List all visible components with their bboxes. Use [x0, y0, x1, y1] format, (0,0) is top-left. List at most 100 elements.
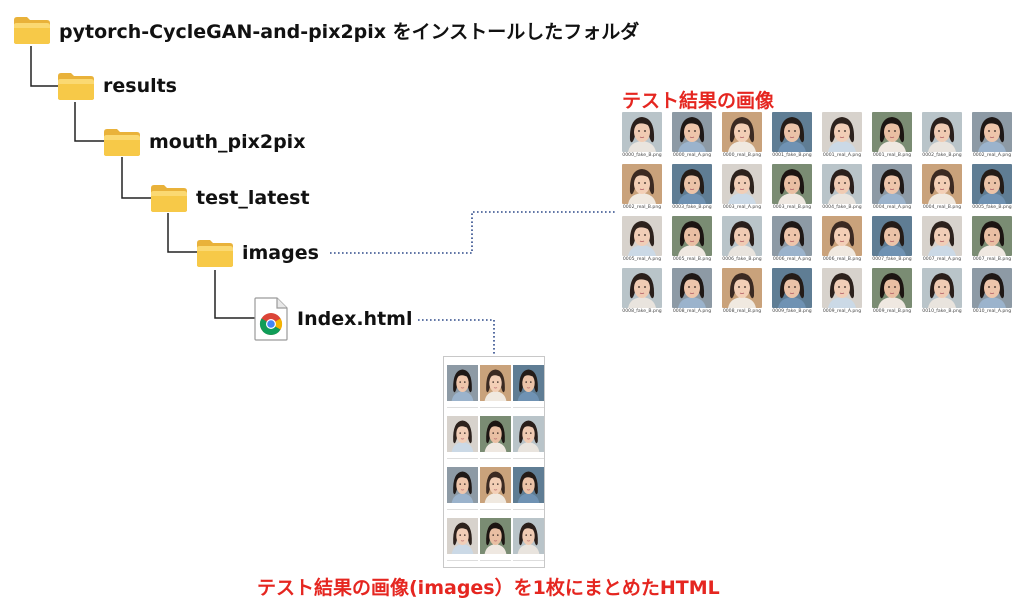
caption-grid-title: テスト結果の画像 — [622, 90, 775, 112]
file-label-index-html: Index.html — [297, 308, 413, 330]
image-grid-cell[interactable]: 0008_real_A.png — [670, 268, 714, 319]
preview-face-image — [447, 416, 478, 452]
index-html-preview[interactable] — [443, 356, 545, 568]
preview-image-row — [445, 365, 545, 401]
face-thumbnail — [972, 164, 1012, 204]
image-grid-cell[interactable]: 0004_real_B.png — [920, 164, 964, 215]
caption-html-title: テスト結果の画像(images）を1枚にまとめたHTML — [257, 577, 720, 599]
tree-node-test-latest[interactable]: test_latest — [150, 178, 310, 218]
image-grid-cell[interactable]: 0000_real_A.png — [670, 112, 714, 163]
preview-image-label — [513, 452, 544, 459]
dotted-connector-images — [330, 211, 616, 254]
tree-node-root[interactable]: pytorch-CycleGAN-and-pix2pix をインストールしたフォ… — [13, 10, 639, 50]
tree-node-mouth-pix2pix[interactable]: mouth_pix2pix — [103, 122, 305, 162]
preview-image-row — [445, 518, 545, 554]
preview-image-label — [447, 503, 478, 510]
image-grid-cell[interactable]: 0006_real_A.png — [770, 216, 814, 267]
image-grid-cell[interactable]: 0006_real_B.png — [820, 216, 864, 267]
image-filename: 0010_fake_B.png — [922, 309, 962, 314]
image-grid-cell[interactable]: 0000_real_B.png — [720, 112, 764, 163]
tree-node-index-html[interactable]: Index.html — [253, 296, 412, 342]
image-filename: 0003_fake_B.png — [672, 205, 712, 210]
face-thumbnail — [972, 268, 1012, 308]
image-grid-cell[interactable]: 0003_real_B.png — [770, 164, 814, 215]
image-grid-cell[interactable]: 0006_fake_B.png — [720, 216, 764, 267]
image-grid-cell[interactable]: 0003_real_A.png — [720, 164, 764, 215]
image-grid-cell[interactable]: 0003_fake_B.png — [670, 164, 714, 215]
tree-node-images[interactable]: images — [196, 233, 319, 273]
preview-image-block — [445, 513, 545, 563]
folder-icon — [197, 240, 233, 267]
face-thumbnail — [922, 164, 962, 204]
image-grid-cell[interactable]: 0005_fake_B.png — [970, 164, 1014, 215]
face-thumbnail — [872, 268, 912, 308]
connector-images-index — [214, 270, 255, 319]
preview-face-image — [480, 467, 511, 503]
image-grid-cell[interactable]: 0009_fake_B.png — [770, 268, 814, 319]
image-grid-cell[interactable]: 0004_real_A.png — [870, 164, 914, 215]
image-grid-cell[interactable]: 0008_fake_B.png — [620, 268, 664, 319]
image-grid-cell[interactable]: 0007_real_A.png — [920, 216, 964, 267]
face-thumbnail — [922, 216, 962, 256]
preview-face-image — [447, 365, 478, 401]
image-grid-cell[interactable]: 0010_real_A.png — [970, 268, 1014, 319]
folder-label-root: pytorch-CycleGAN-and-pix2pix をインストールしたフォ… — [59, 20, 640, 43]
image-filename: 0008_real_B.png — [722, 309, 762, 314]
image-filename: 0006_real_A.png — [772, 257, 812, 262]
image-grid-cell[interactable]: 0005_real_B.png — [670, 216, 714, 267]
face-thumbnail — [822, 268, 862, 308]
connector-test-images — [167, 213, 198, 253]
image-grid-cell[interactable]: 0002_real_B.png — [620, 164, 664, 215]
face-thumbnail — [822, 216, 862, 256]
face-thumbnail — [772, 216, 812, 256]
image-filename: 0000_fake_B.png — [622, 153, 662, 158]
preview-image-label — [447, 401, 478, 408]
image-grid-cell[interactable]: 0001_real_A.png — [820, 112, 864, 163]
image-filename: 0002_fake_B.png — [922, 153, 962, 158]
face-thumbnail — [922, 268, 962, 308]
image-grid-cell[interactable]: 0007_real_B.png — [970, 216, 1014, 267]
face-thumbnail — [622, 268, 662, 308]
face-thumbnail — [822, 164, 862, 204]
face-thumbnail — [622, 216, 662, 256]
preview-face-image — [513, 416, 544, 452]
folder-label-test-latest: test_latest — [196, 187, 310, 209]
preview-face-image — [480, 416, 511, 452]
image-grid-cell[interactable]: 0008_real_B.png — [720, 268, 764, 319]
image-filename: 0000_real_A.png — [672, 153, 712, 158]
image-filename: 0004_real_A.png — [872, 205, 912, 210]
face-thumbnail — [922, 112, 962, 152]
preview-face-image — [447, 518, 478, 554]
image-grid-cell[interactable]: 0005_real_A.png — [620, 216, 664, 267]
preview-label-row — [445, 401, 545, 408]
face-thumbnail — [722, 216, 762, 256]
image-filename: 0003_real_B.png — [772, 205, 812, 210]
image-grid-cell[interactable]: 0001_real_B.png — [870, 112, 914, 163]
preview-image-label — [480, 401, 511, 408]
image-grid-cell[interactable]: 0002_real_A.png — [970, 112, 1014, 163]
folder-label-results: results — [103, 75, 177, 97]
image-filename: 0007_fake_B.png — [872, 257, 912, 262]
preview-image-block — [445, 360, 545, 410]
tree-node-results[interactable]: results — [57, 66, 177, 106]
image-filename: 0003_real_A.png — [722, 205, 762, 210]
image-grid-cell[interactable]: 0009_real_A.png — [820, 268, 864, 319]
image-grid-cell[interactable]: 0000_fake_B.png — [620, 112, 664, 163]
dotted-connector-index — [418, 319, 495, 356]
image-grid-cell[interactable]: 0009_real_B.png — [870, 268, 914, 319]
face-thumbnail — [672, 216, 712, 256]
image-filename: 0006_fake_B.png — [722, 257, 762, 262]
image-filename: 0007_real_A.png — [922, 257, 962, 262]
image-grid-cell[interactable]: 0001_fake_B.png — [770, 112, 814, 163]
connector-root-results — [30, 46, 60, 87]
image-grid-cell[interactable]: 0007_fake_B.png — [870, 216, 914, 267]
image-grid-cell[interactable]: 0002_fake_B.png — [920, 112, 964, 163]
face-thumbnail — [722, 268, 762, 308]
image-filename: 0008_real_A.png — [672, 309, 712, 314]
preview-label-row — [445, 452, 545, 459]
face-thumbnail — [872, 112, 912, 152]
face-thumbnail — [722, 112, 762, 152]
image-grid-cell[interactable]: 0010_fake_B.png — [920, 268, 964, 319]
image-grid-cell[interactable]: 0004_fake_B.png — [820, 164, 864, 215]
